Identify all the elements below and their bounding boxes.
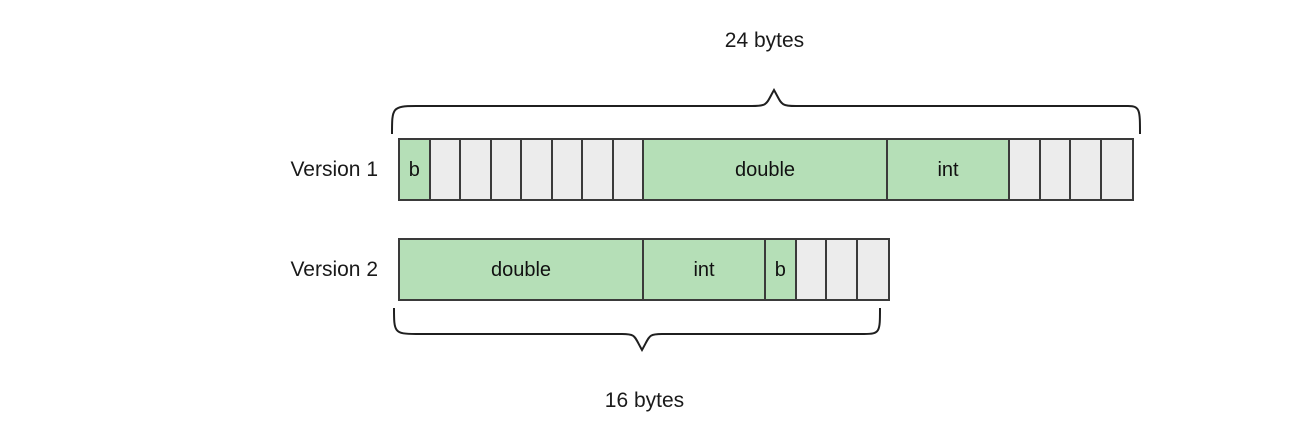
memory-cell-padding xyxy=(857,240,888,299)
memory-cell-padding xyxy=(461,140,492,199)
bottom-size-caption: 16 bytes xyxy=(0,390,1299,411)
top-brace-path xyxy=(391,88,1141,134)
memory-cell-padding xyxy=(522,140,553,199)
memory-cell-padding xyxy=(552,140,583,199)
bottom-brace xyxy=(386,308,896,354)
memory-cell-double: double xyxy=(400,240,644,299)
memory-cell-padding xyxy=(827,240,858,299)
top-size-caption-text: 24 bytes xyxy=(724,29,805,52)
memory-cell-padding xyxy=(491,140,522,199)
memory-cell-padding xyxy=(1010,140,1041,199)
bottom-size-caption-text: 16 bytes xyxy=(604,389,685,412)
row-label-version-1: Version 1 xyxy=(290,158,378,181)
memory-cell-padding xyxy=(1040,140,1071,199)
top-brace xyxy=(386,88,1146,134)
memory-cell-b: b xyxy=(400,140,431,199)
row-label-version-2: Version 2 xyxy=(290,258,378,281)
memory-cell-padding xyxy=(796,240,827,299)
memory-cell-padding xyxy=(1071,140,1102,199)
memory-cell-padding xyxy=(430,140,461,199)
memory-cell-padding xyxy=(1101,140,1132,199)
memory-cell-padding xyxy=(613,140,644,199)
top-size-caption: 24 bytes xyxy=(0,30,1299,51)
memory-cell-int: int xyxy=(888,140,1010,199)
memory-cell-b: b xyxy=(766,240,797,299)
bottom-brace-path xyxy=(393,308,881,353)
memory-cell-int: int xyxy=(644,240,766,299)
memory-cell-padding xyxy=(583,140,614,199)
memory-cell-double: double xyxy=(644,140,888,199)
